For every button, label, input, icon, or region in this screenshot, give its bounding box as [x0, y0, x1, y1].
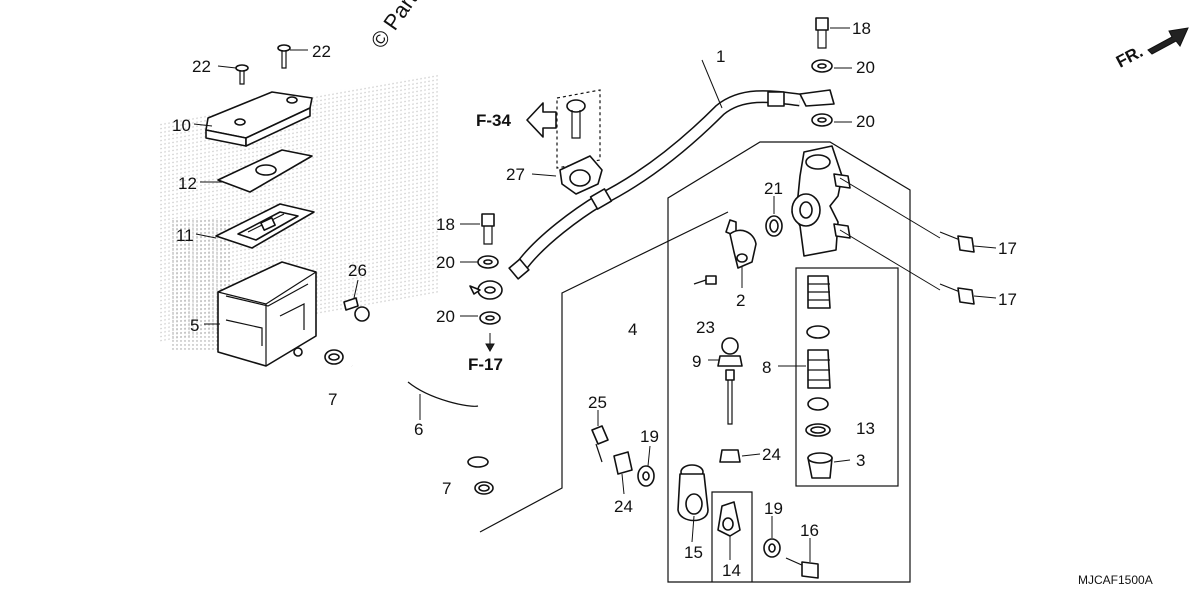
front-indicator-label: FR.: [1113, 42, 1146, 72]
screw-23: [693, 275, 717, 285]
label-part-17-lower: 17: [998, 290, 1017, 309]
label-part-6: 6: [414, 420, 423, 439]
label-part-1: 1: [716, 47, 725, 66]
master-cylinder-body: [791, 145, 851, 257]
hose-guide-27: [559, 155, 603, 195]
label-part-13: 13: [856, 419, 875, 438]
sealing-washer-20-left-lower: [479, 311, 501, 325]
reference-f34-label: F-34: [476, 111, 512, 130]
washer-19-left: [637, 465, 655, 487]
label-part-8: 8: [762, 358, 771, 377]
label-part-16: 16: [800, 521, 819, 540]
label-part-20-right-upper: 20: [856, 58, 875, 77]
washer-19-right: [763, 538, 781, 558]
sealing-washer-20-right-lower: [811, 113, 833, 127]
front-arrow-icon: [1147, 27, 1189, 55]
clevis-pin-14: [717, 501, 741, 537]
label-part-27: 27: [506, 165, 525, 184]
mounting-bolt-17-lower: [939, 283, 975, 305]
hose-clip-7-lower: [474, 481, 494, 495]
screw-22-left: [235, 64, 249, 85]
guide-screw: [566, 99, 586, 139]
sealing-washer-20-left-upper: [477, 255, 499, 269]
cotter-pin-25: [591, 425, 609, 463]
label-part-19-right: 19: [764, 499, 783, 518]
label-part-25: 25: [588, 393, 607, 412]
assembly-outlines: [479, 89, 911, 583]
diagram-code: MJCAF1500A: [1078, 573, 1153, 587]
label-part-18-left: 18: [436, 215, 455, 234]
label-part-5: 5: [190, 316, 199, 335]
reference-f17: F-17: [468, 333, 503, 374]
circlip-13: [805, 423, 831, 437]
label-part-17-upper: 17: [998, 239, 1017, 258]
watermark-text: © Partz: [366, 0, 429, 53]
reference-f34: F-34: [476, 102, 557, 138]
label-part-18-right: 18: [852, 19, 871, 38]
sealing-washer-20-right-upper: [811, 59, 833, 73]
boot-3: [807, 452, 833, 479]
label-part-19-left: 19: [640, 427, 659, 446]
leader-lines: [193, 27, 997, 562]
label-part-26: 26: [348, 261, 367, 280]
mounting-bolt-17-upper: [939, 231, 975, 253]
piston-kit-8: [806, 275, 831, 411]
label-part-22-right: 22: [312, 42, 331, 61]
diaphragm-11: [215, 203, 315, 249]
screw-22-right: [277, 44, 291, 69]
reference-f34-arrow-icon: [526, 102, 557, 138]
label-part-7-lower: 7: [442, 479, 451, 498]
label-part-11: 11: [176, 226, 194, 245]
reference-f17-label: F-17: [468, 355, 503, 374]
banjo-fitting-left: [469, 280, 503, 300]
label-part-7-upper: 7: [328, 390, 337, 409]
reservoir-body-5: [217, 261, 317, 367]
push-rod-9: [717, 337, 743, 425]
hose-joint-2: [725, 219, 757, 269]
label-part-12: 12: [178, 174, 197, 193]
front-direction-indicator: FR.: [1113, 27, 1189, 72]
o-ring-21: [765, 215, 783, 237]
label-part-21: 21: [764, 179, 783, 198]
label-part-14: 14: [722, 561, 741, 580]
hose-clip-7-upper: [324, 349, 344, 365]
label-part-3: 3: [856, 451, 865, 470]
label-part-20-left-upper: 20: [436, 253, 455, 272]
label-part-15: 15: [684, 543, 703, 562]
label-part-10: 10: [172, 116, 191, 135]
label-part-20-left-lower: 20: [436, 307, 455, 326]
part-labels: 1 2 3 4 5 6 7 7 8 9 10 11 12 13 14 15 16…: [172, 19, 1017, 580]
label-part-4: 4: [628, 320, 637, 339]
banjo-bolt-18-left: [481, 213, 495, 245]
label-part-23: 23: [696, 318, 715, 337]
nut-24-right: [719, 449, 741, 463]
bolt-26: [343, 297, 370, 322]
label-part-24-right: 24: [762, 445, 781, 464]
brake-hose-1: [508, 89, 835, 280]
supply-hose-6: [348, 356, 503, 468]
label-part-20-right-lower: 20: [856, 112, 875, 131]
label-part-2: 2: [736, 291, 745, 310]
nut-24-left: [613, 451, 633, 475]
label-part-9: 9: [692, 352, 701, 371]
banjo-bolt-18-right: [815, 17, 829, 49]
label-part-24-left: 24: [614, 497, 633, 516]
label-part-22-left: 22: [192, 57, 211, 76]
clevis-joint-15: [677, 464, 709, 522]
diaphragm-plate-12: [217, 149, 313, 193]
reservoir-cover-10: [205, 91, 313, 147]
bolt-16: [785, 557, 819, 579]
